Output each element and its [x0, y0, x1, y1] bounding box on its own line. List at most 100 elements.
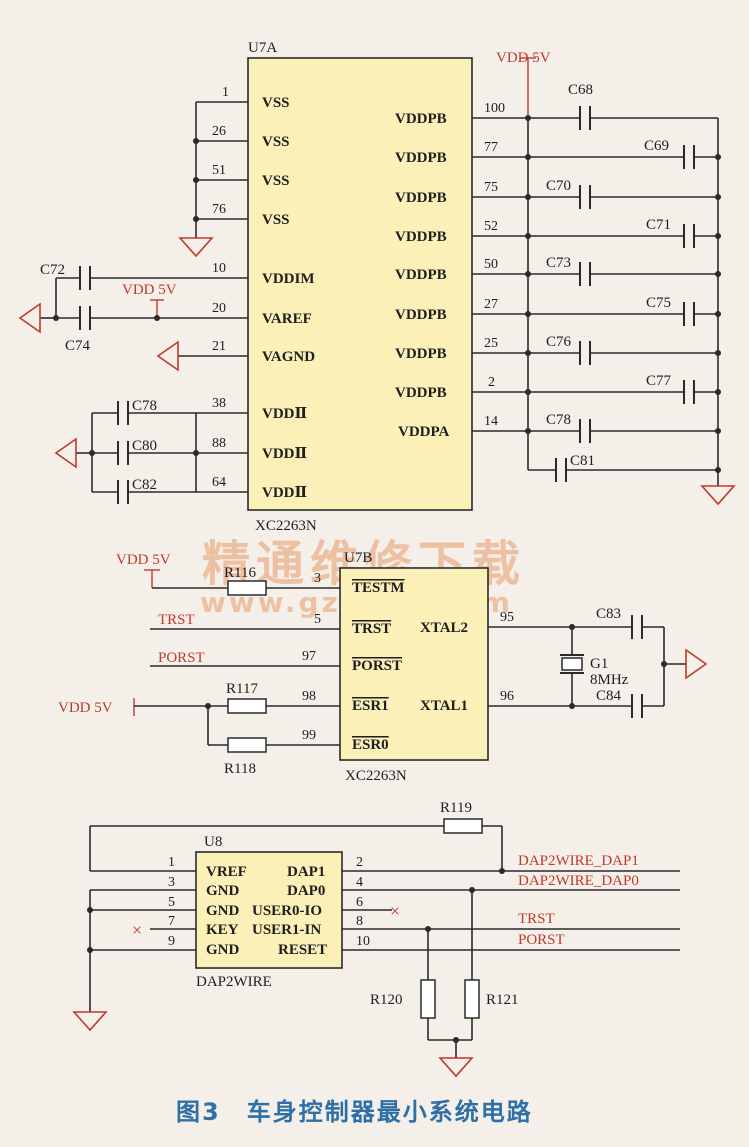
res-label: R118 — [224, 761, 256, 777]
crystal — [561, 657, 583, 671]
res-label: R121 — [486, 992, 519, 1008]
pin-num: 38 — [212, 396, 226, 411]
vddpa-row: 14 VDDPA C78 — [398, 412, 721, 443]
vddpb-row: 77 VDDPB C69 — [395, 138, 721, 169]
ground-icon — [156, 340, 179, 372]
cap-label: C75 — [646, 295, 671, 311]
pin-name: VDDPB — [395, 150, 447, 166]
cap-label: C73 — [546, 255, 571, 271]
pin-num: 88 — [212, 436, 226, 451]
pin-num: 20 — [212, 301, 226, 316]
ground-icon — [700, 485, 736, 506]
cap-label: C77 — [646, 373, 672, 389]
pin-num: 51 — [212, 163, 226, 178]
res-label: R120 — [370, 992, 403, 1008]
pin-num: 98 — [302, 689, 316, 704]
pin-name: ESR1 — [352, 698, 389, 714]
ground-icon — [685, 648, 708, 680]
pin-num: 5 — [314, 612, 321, 627]
pin-num: 25 — [484, 336, 498, 351]
pin-num: 7 — [168, 914, 175, 929]
vddpb-row: 75 VDDPB C70 — [395, 178, 721, 209]
pin-name: KEY — [206, 922, 239, 938]
pin-name: USER0-IO — [252, 903, 322, 919]
cap-label: C68 — [568, 82, 593, 98]
pin-num: 8 — [356, 914, 363, 929]
pin-name: XTAL2 — [420, 620, 468, 636]
pin-num: 1 — [168, 855, 175, 870]
u7b-ref: U7B — [344, 550, 372, 566]
pin-name: VAREF — [262, 311, 312, 327]
pin-num: 14 — [484, 414, 498, 429]
resistor — [227, 737, 267, 753]
pin-name: VREF — [206, 864, 247, 880]
pin-name: VDDPB — [395, 307, 447, 323]
u8-part: DAP2WIRE — [196, 974, 272, 990]
pin-num: 10 — [212, 261, 226, 276]
ground-icon — [438, 1057, 474, 1078]
ground-icon — [54, 437, 77, 469]
cap-label: C81 — [570, 453, 595, 469]
res-label: R117 — [226, 681, 258, 697]
pin-num: 2 — [488, 375, 495, 390]
pin-num: 96 — [500, 689, 514, 704]
cap-label: C80 — [132, 438, 157, 454]
u8-block: U8 DAP2WIRE R119 × 1 3 5 7 9 VREF GND GN… — [72, 800, 680, 1078]
pin-name: VSS — [262, 134, 290, 150]
crystal-label: G1 — [590, 656, 608, 672]
resistor — [443, 818, 483, 834]
pin-name: TESTM — [352, 580, 405, 596]
cap-label: C71 — [646, 217, 671, 233]
u7b-part: XC2263N — [345, 768, 407, 784]
pin-num: 3 — [314, 571, 321, 586]
net-label: DAP2WIRE_DAP0 — [518, 873, 639, 889]
u7a-right-pins: VDD 5V 100 VDDPB C68 77 VDDPB C69 — [395, 50, 736, 506]
pin-name: VSS — [262, 95, 290, 111]
cap-label: C70 — [546, 178, 571, 194]
pin-name: VAGND — [262, 349, 315, 365]
pin-name: VSS — [262, 212, 290, 228]
u7a-block: U7A XC2263N 1 26 51 76 VSS VSS VSS VSS — [18, 40, 736, 534]
vddpb-row: 100 VDDPB C68 — [395, 82, 718, 130]
pin-num: 6 — [356, 895, 363, 910]
resistor — [227, 580, 267, 596]
pin-num: 100 — [484, 101, 505, 116]
cap-label: C82 — [132, 477, 157, 493]
ground-icon — [18, 302, 41, 334]
cap-label: C69 — [644, 138, 669, 154]
net-label: DAP2WIRE_DAP1 — [518, 853, 639, 869]
pin-num: 3 — [168, 875, 175, 890]
pin-num: 50 — [484, 257, 498, 272]
u7b-block: U7B XC2263N VDD 5V R116 3 TESTM TRST 5 T… — [58, 550, 708, 784]
pin-num: 76 — [212, 202, 226, 217]
u7a-left-pins: 1 26 51 76 VSS VSS VSS VSS C72 C74 VDD 5… — [18, 85, 315, 504]
pin-name: USER1-IN — [252, 922, 321, 938]
pin-num: 4 — [356, 875, 363, 890]
cap-label: C74 — [65, 338, 91, 354]
pin-name: GND — [206, 942, 240, 958]
net-label: TRST — [518, 911, 555, 927]
pin-name: VDDPB — [395, 111, 447, 127]
resistor — [420, 979, 436, 1019]
c81-row: C81 — [528, 453, 721, 482]
cap-label: C84 — [596, 688, 622, 704]
pin-name: VDDPB — [395, 229, 447, 245]
pin-num: 2 — [356, 855, 363, 870]
pin-num: 1 — [222, 85, 229, 100]
pin-num: 64 — [212, 475, 226, 490]
u7a-chip — [247, 57, 473, 511]
vdd-label: VDD 5V — [58, 700, 113, 716]
pin-num: 97 — [302, 649, 316, 664]
no-connect-icon: × — [132, 920, 142, 940]
pin-name: GND — [206, 883, 240, 899]
pin-num: 75 — [484, 180, 498, 195]
cap-label: C72 — [40, 262, 65, 278]
resistor — [227, 698, 267, 714]
pin-num: 99 — [302, 728, 316, 743]
vdd-label: VDD 5V — [496, 50, 551, 66]
pin-num: 9 — [168, 934, 175, 949]
vddpb-row: 25 VDDPB C76 — [395, 334, 721, 365]
pin-num: 77 — [484, 140, 498, 155]
